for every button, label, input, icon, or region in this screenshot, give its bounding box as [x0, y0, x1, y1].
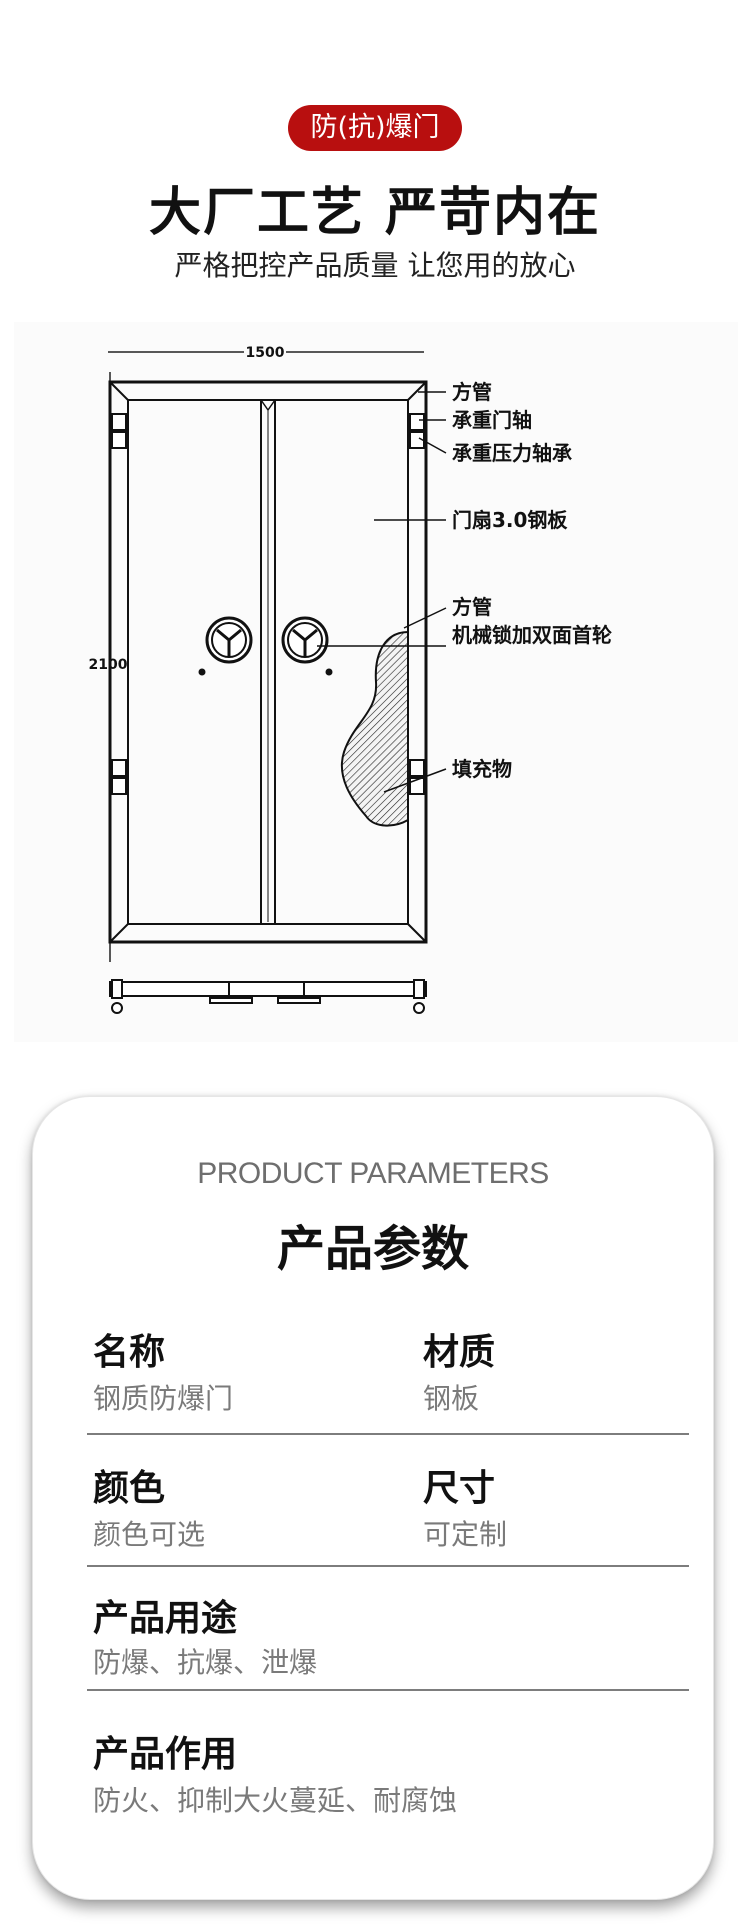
param-name-value: 钢质防爆门	[93, 1382, 234, 1415]
subheadline: 严格把控产品质量 让您用的放心	[174, 249, 576, 282]
door-frame	[108, 380, 428, 944]
callout-pressure-bearing: 承重压力轴承	[452, 441, 572, 465]
lock-wheel-left-icon	[198, 616, 253, 676]
height-label: 2100	[89, 657, 128, 673]
params-title-cn: 产品参数	[276, 1221, 469, 1277]
filler-cutaway	[340, 630, 409, 827]
width-dimension: 1500	[108, 345, 424, 361]
divider	[87, 1565, 689, 1567]
param-function-value: 防火、抑制大火蔓延、耐腐蚀	[93, 1784, 458, 1817]
callout-square-tube-top: 方管	[452, 380, 492, 404]
param-material-label: 材质	[423, 1332, 496, 1373]
param-size-value: 可定制	[423, 1518, 508, 1551]
height-dimension: 2100	[89, 372, 128, 962]
divider	[87, 1689, 689, 1691]
category-badge: 防(抗)爆门	[288, 105, 462, 151]
callout-door-leaf: 门扇3.0钢板	[452, 508, 568, 532]
callout-load-hinge: 承重门轴	[452, 408, 532, 432]
headline: 大厂工艺 严苛内在	[148, 183, 602, 243]
param-usage-value: 防爆、抗爆、泄爆	[93, 1646, 318, 1679]
callout-mech-lock: 机械锁加双面首轮	[452, 623, 612, 647]
param-color-label: 颜色	[93, 1468, 166, 1509]
hinge-icons	[111, 413, 425, 795]
param-color-value: 颜色可选	[93, 1518, 206, 1551]
callout-leaders	[317, 391, 447, 793]
param-size-label: 尺寸	[423, 1468, 496, 1509]
divider	[87, 1433, 689, 1435]
callout-square-tube-side: 方管	[452, 595, 492, 619]
callout-filler: 填充物	[452, 757, 512, 781]
width-label: 1500	[246, 345, 285, 361]
door-diagram: 1500 2100	[14, 322, 738, 1042]
param-usage-label: 产品用途	[93, 1598, 238, 1639]
params-title-en: PRODUCT PARAMETERS	[197, 1157, 549, 1190]
param-name-label: 名称	[93, 1332, 166, 1373]
param-function-label: 产品作用	[93, 1734, 238, 1775]
base-track	[109, 979, 427, 1014]
product-parameters-card: PRODUCT PARAMETERS 产品参数 名称 钢质防爆门 材质 钢板 颜…	[32, 1096, 714, 1900]
lock-wheel-right-icon	[281, 616, 333, 676]
param-material-value: 钢板	[423, 1382, 480, 1415]
